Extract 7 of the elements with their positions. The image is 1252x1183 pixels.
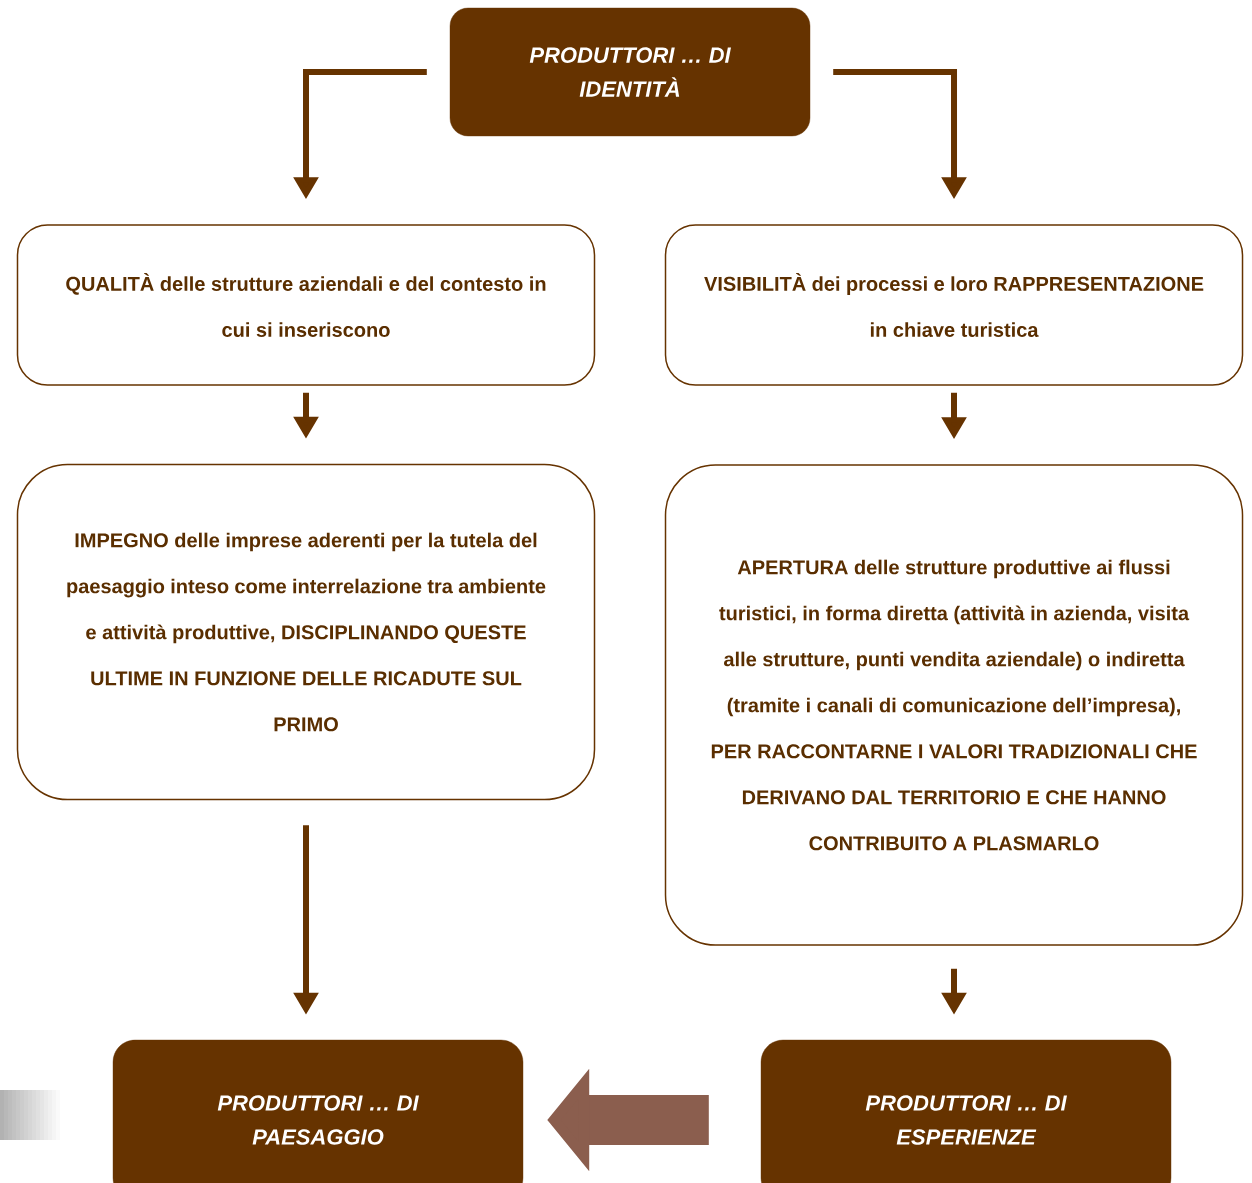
title-box: PRODUTTORI … DI ESPERIENZE: [760, 1039, 1172, 1183]
process-box: QUALITÀ delle strutture aziendali e del contesto in cui si inseriscono: [16, 224, 596, 386]
title-box: PRODUTTORI … DI PAESAGGIO: [112, 1039, 524, 1183]
process-box: IMPEGNO delle imprese aderenti per la tutela del paesaggio inteso come interrelazione tra ambiente e attività produttive, DISCIPLINANDO QUESTE ULTIME IN FUNZIONE DELLE RICADUTE SUL PRIMO: [16, 463, 596, 801]
process-box: APERTURA delle strutture produttive ai flussi turistici, in forma diretta (attività in azienda, visita alle strutture, punti vendita aziendale) o indiretta (tramite i canali di comunicazione dell’impresa), PER RACCONTARNE I VALORI TRADIZIONALI CHE DERIVANO DAL TERRITORIO E CHE HANNO CONTRIBUITO A PLASMARLO: [664, 464, 1244, 946]
title-box: PRODUTTORI … DI IDENTITÀ: [449, 7, 811, 137]
process-box: VISIBILITÀ dei processi e loro RAPPRESENTAZIONE in chiave turistica: [664, 224, 1244, 386]
